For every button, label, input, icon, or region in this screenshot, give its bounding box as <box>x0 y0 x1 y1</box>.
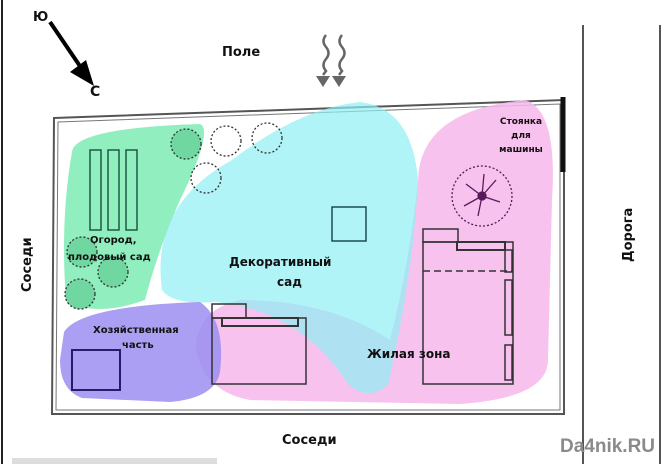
plot-border-inner <box>55 103 561 411</box>
bathhouse <box>211 303 307 385</box>
compass-arrow-icon <box>48 20 94 86</box>
garden-label-1: Огород, <box>90 235 137 246</box>
parking-label-1: Стоянка <box>500 117 542 127</box>
compass-north: С <box>90 84 100 100</box>
neighbors-left-label: Соседи <box>20 237 35 292</box>
bottom-bar <box>12 458 217 464</box>
neighbors-bottom-label: Соседи <box>282 433 337 448</box>
decor-label-2: сад <box>277 275 302 289</box>
parking-label-3: машины <box>499 145 543 155</box>
zone-living <box>196 100 553 404</box>
garden-label-2: плодовый сад <box>68 252 151 263</box>
utility-label-2: часть <box>122 340 154 351</box>
zone-utility <box>60 302 222 402</box>
parking-label-2: для <box>511 131 531 141</box>
zone-garden <box>64 124 205 309</box>
zone-decor <box>160 102 418 394</box>
ornamental-tree-icon <box>451 165 513 227</box>
field-label: Поле <box>222 45 260 60</box>
road-label: Дорога <box>621 208 636 262</box>
decor-label-1: Декоративный <box>229 255 331 269</box>
garden-beds <box>89 149 138 231</box>
utility-shed <box>71 349 121 391</box>
gazebo <box>331 206 367 242</box>
house <box>422 228 514 385</box>
watermark: Da4nik.RU <box>560 436 655 457</box>
utility-label-1: Хозяйственная <box>93 325 179 336</box>
wind-arrows-icon <box>316 34 346 87</box>
living-label: Жилая зона <box>367 347 450 361</box>
trees-icon <box>64 122 283 310</box>
compass-south: Ю <box>33 10 48 25</box>
